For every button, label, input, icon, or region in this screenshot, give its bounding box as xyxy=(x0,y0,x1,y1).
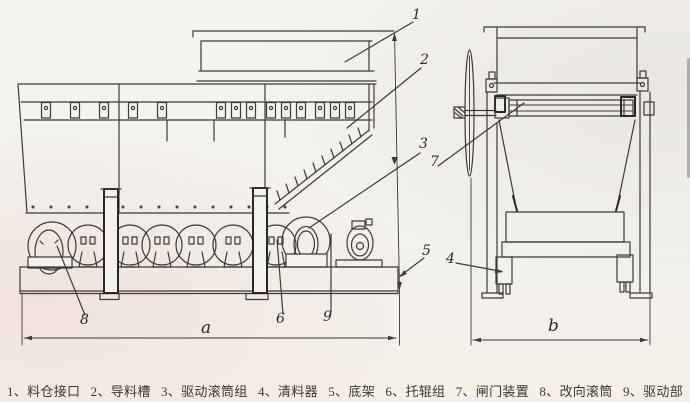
caption-part-3: 3、驱动滚筒组 xyxy=(161,384,248,399)
caption-part-5: 5、底架 xyxy=(328,384,375,399)
callout-9: 9 xyxy=(323,309,332,325)
caption-part-1: 1、料仓接口 xyxy=(7,384,81,399)
bend-pulley xyxy=(27,221,77,275)
callout-8: 8 xyxy=(80,312,89,328)
caption-part-7: 7、闸门装置 xyxy=(455,384,529,399)
end-view xyxy=(453,26,655,299)
base-frame xyxy=(19,266,399,301)
side-view xyxy=(17,30,399,301)
belt-rivet-dots xyxy=(31,205,287,209)
scan-edge-artifact xyxy=(687,58,690,178)
cleaner-bearings xyxy=(495,254,634,295)
guide-chute-body xyxy=(17,83,377,214)
dimension-letter-a: a xyxy=(201,318,212,338)
hopper-inlet xyxy=(192,30,395,82)
caption: 1、料仓接口 2、导料槽 3、驱动滚筒组 4、清料器 5、底架 6、托辊组 7、… xyxy=(0,381,690,400)
dimension-letter-b: b xyxy=(548,316,559,336)
chute-hatch-ticks xyxy=(276,127,362,201)
caption-part-4: 4、清料器 xyxy=(257,384,318,399)
screw-hub xyxy=(453,106,466,119)
discharge-chute xyxy=(274,127,373,210)
caption-part-9: 9、驱动部 xyxy=(623,384,683,399)
drive-unit xyxy=(335,218,383,268)
caption-part-2: 2、导料槽 xyxy=(90,384,151,399)
callout-5: 5 xyxy=(422,243,431,259)
frame-legs xyxy=(481,91,653,299)
callout-4: 4 xyxy=(446,251,455,267)
drum-end xyxy=(501,211,631,258)
gate-slide-bar xyxy=(508,99,634,117)
corner-bolt-left xyxy=(485,71,498,93)
callout-6: 6 xyxy=(276,311,285,327)
discharge-trapezoid xyxy=(498,119,636,213)
dimension-lines xyxy=(21,32,651,346)
callout-1: 1 xyxy=(412,7,421,23)
caption-part-6: 6、托辊组 xyxy=(385,384,446,399)
hopper-top xyxy=(483,26,649,96)
corner-bolt-right xyxy=(636,70,649,92)
gate-device xyxy=(453,49,655,177)
drive-pulley-group xyxy=(281,216,331,268)
support-posts xyxy=(100,187,271,294)
leader-lines xyxy=(56,21,525,316)
callout-2: 2 xyxy=(420,52,429,68)
callout-3: 3 xyxy=(419,136,428,152)
caption-part-8: 8、改向滚筒 xyxy=(539,384,613,399)
callout-7: 7 xyxy=(430,154,439,170)
